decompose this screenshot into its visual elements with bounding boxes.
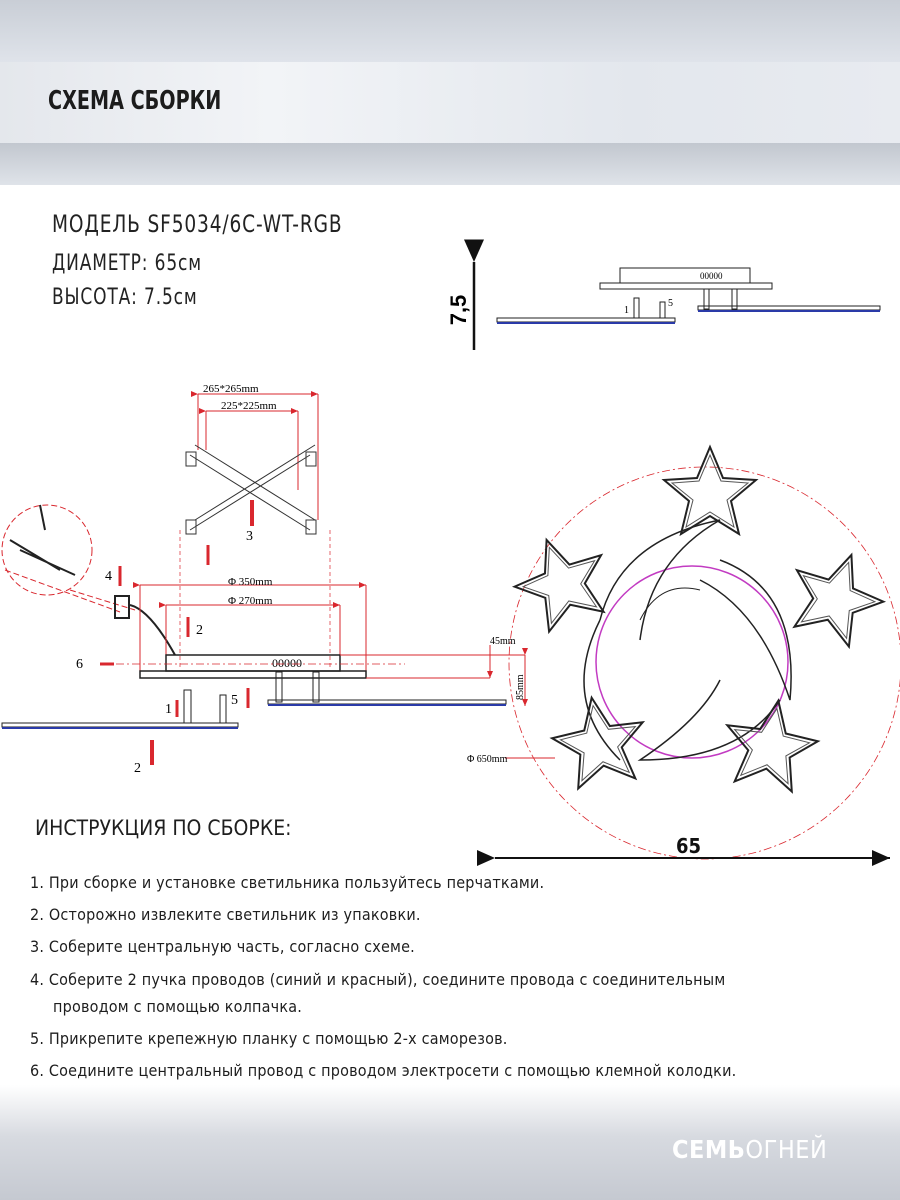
bracket-outer-label: 265*265mm bbox=[203, 383, 259, 395]
step-1-label: 1 bbox=[165, 702, 172, 717]
step-3-label: 3 bbox=[246, 529, 253, 544]
d650-label: Φ 650mm bbox=[467, 754, 508, 765]
h45-label: 45mm bbox=[490, 636, 516, 647]
led-code-small: 00000 bbox=[700, 271, 723, 281]
top-view-star-wreath bbox=[502, 446, 900, 860]
bracket-inner-label: 225*225mm bbox=[221, 400, 277, 412]
svg-text:1: 1 bbox=[624, 305, 629, 316]
central-base: 00000 bbox=[1, 582, 555, 765]
step-2-label-top: 2 bbox=[196, 623, 203, 638]
d350-label: Φ 350mm bbox=[228, 576, 273, 588]
d270-label: Φ 270mm bbox=[228, 595, 273, 607]
mounting-bracket bbox=[179, 391, 331, 670]
h85-label: 85mm bbox=[515, 674, 526, 700]
model-label: МОДЕЛЬ SF5034/6C-WT-RGB bbox=[52, 210, 343, 238]
instruction-item: 4. Соберите 2 пучка проводов (синий и кр… bbox=[30, 970, 726, 989]
height-label: ВЫСОТА: 7.5см bbox=[52, 285, 198, 310]
step-4-label: 4 bbox=[105, 569, 112, 584]
page-title: СХЕМА СБОРКИ bbox=[48, 86, 222, 116]
step-5-label: 5 bbox=[231, 693, 238, 708]
diameter-label: ДИАМЕТР: 65см bbox=[52, 251, 202, 276]
led-code: 00000 bbox=[272, 656, 302, 670]
header-band-bottom bbox=[0, 143, 900, 185]
width-dimension-label: 65 bbox=[676, 834, 702, 858]
wiring-detail bbox=[1, 504, 176, 656]
instruction-item: 1. При сборке и установке светильника по… bbox=[30, 873, 545, 892]
footer-band bbox=[0, 1085, 900, 1200]
step-2-label-bottom: 2 bbox=[134, 761, 141, 776]
instruction-item: 2. Осторожно извлеките светильник из упа… bbox=[30, 905, 421, 924]
step-6-label: 6 bbox=[76, 657, 83, 672]
brand-logo: СЕМЬОГНЕЙ bbox=[672, 1135, 828, 1164]
header-band-top bbox=[0, 0, 900, 62]
side-view-small: 7,5 00000 1 5 bbox=[446, 239, 881, 350]
instruction-item: 3. Соберите центральную часть, согласно … bbox=[30, 937, 415, 956]
instruction-item: 6. Соедините центральный провод с провод… bbox=[30, 1061, 737, 1080]
height-dimension-label: 7,5 bbox=[446, 295, 471, 326]
svg-text:5: 5 bbox=[668, 298, 673, 309]
instruction-item: проводом с помощью колпачка. bbox=[53, 997, 303, 1016]
instruction-item: 5. Прикрепите крепежную планку с помощью… bbox=[30, 1029, 508, 1048]
instructions-title: ИНСТРУКЦИЯ ПО СБОРКЕ: bbox=[35, 816, 292, 840]
header-band bbox=[0, 62, 900, 143]
